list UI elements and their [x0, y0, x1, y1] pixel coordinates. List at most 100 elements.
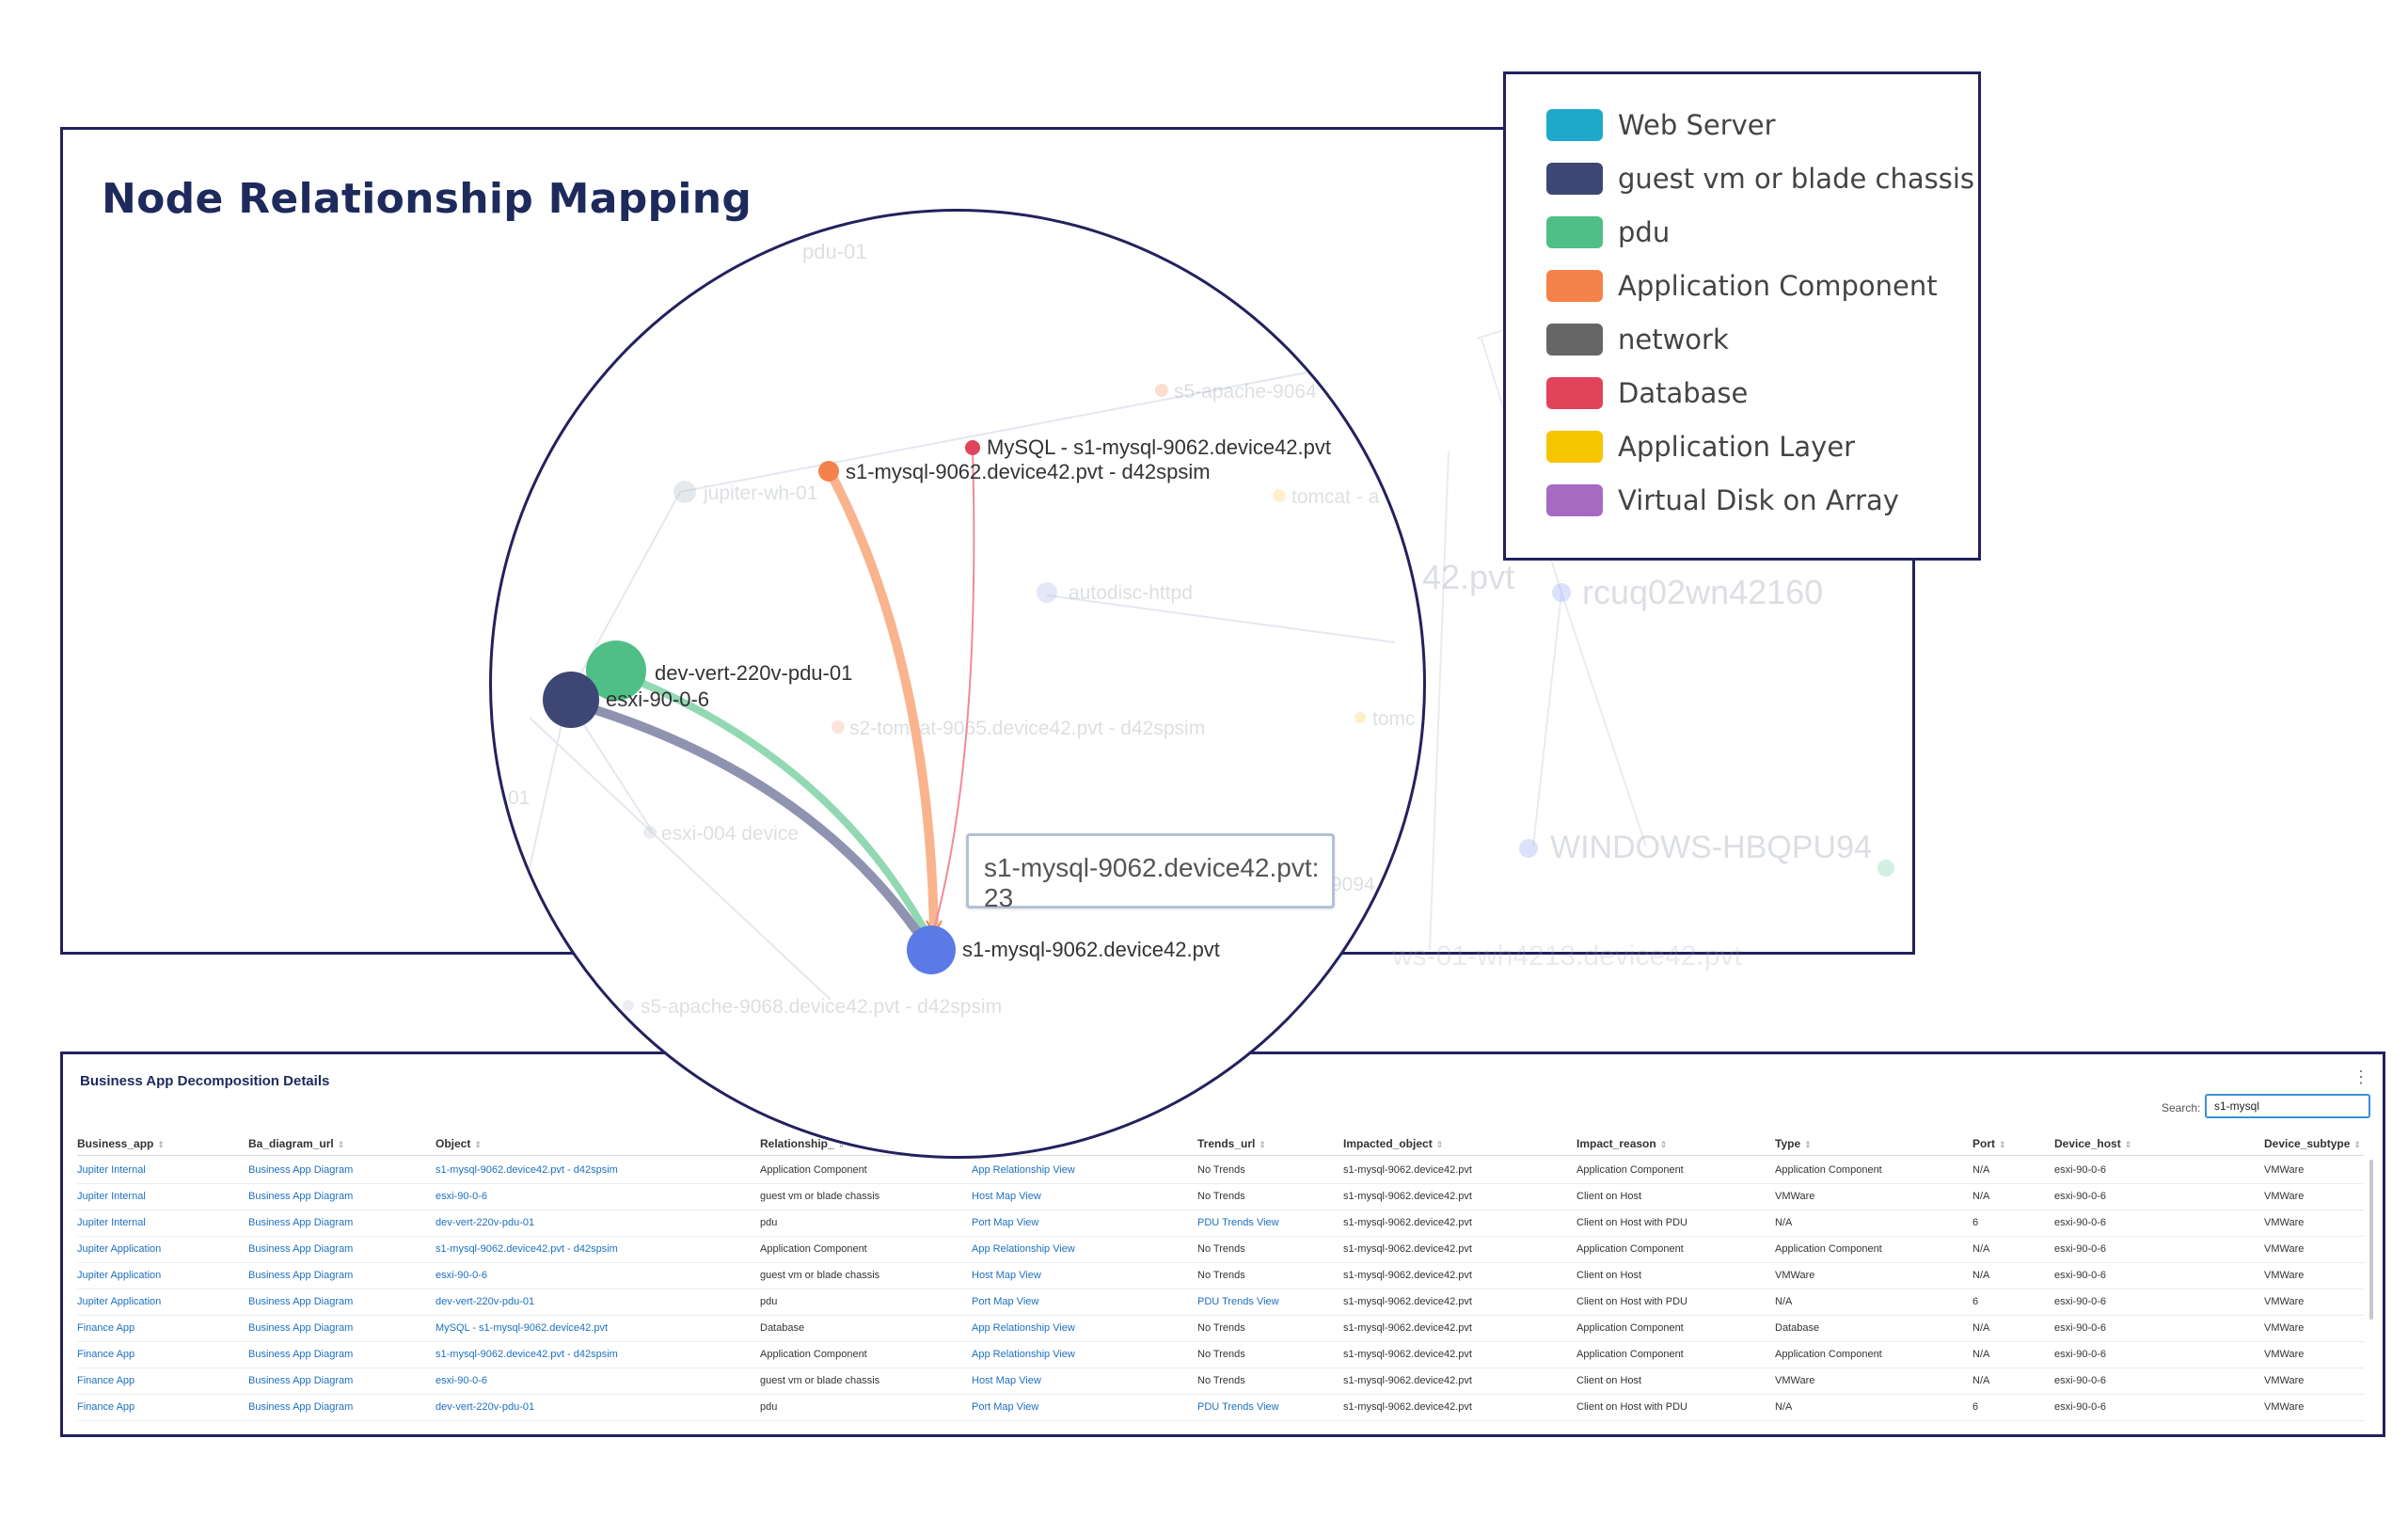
table-link[interactable]: Business App Diagram — [248, 1349, 354, 1360]
column-header[interactable]: Device_subtype⇕ — [2264, 1137, 2361, 1150]
table-link[interactable]: Business App Diagram — [248, 1164, 354, 1176]
legend-item[interactable]: Database — [1546, 376, 1748, 410]
graph-node-apache[interactable] — [1155, 384, 1168, 397]
sort-icon[interactable]: ⇕ — [2353, 1140, 2361, 1149]
graph-node-mysql-database[interactable] — [965, 440, 980, 455]
table-link[interactable]: Host Map View — [972, 1375, 1041, 1386]
table-link[interactable]: Port Map View — [972, 1296, 1039, 1307]
sort-icon[interactable]: ⇕ — [1804, 1140, 1812, 1149]
sort-icon[interactable]: ⇕ — [337, 1140, 345, 1149]
sort-icon[interactable]: ⇕ — [157, 1140, 165, 1149]
graph-node-app-component[interactable] — [818, 461, 839, 482]
table-link[interactable]: Business App Diagram — [248, 1375, 354, 1386]
column-header[interactable]: Type⇕ — [1775, 1137, 1812, 1150]
graph-node-jupiter[interactable] — [673, 481, 696, 503]
legend-item[interactable]: pdu — [1546, 215, 1670, 249]
column-header[interactable]: Trends_url⇕ — [1197, 1137, 1266, 1150]
table-link[interactable]: Business App Diagram — [248, 1217, 354, 1228]
table-link[interactable]: App Relationship View — [972, 1164, 1075, 1176]
column-header[interactable]: Device_host⇕ — [2054, 1137, 2131, 1150]
sort-icon[interactable]: ⇕ — [1999, 1140, 2006, 1149]
legend-item[interactable]: guest vm or blade chassis — [1546, 162, 1974, 196]
table-link[interactable]: s1-mysql-9062.device42.pvt - d42spsim — [436, 1164, 618, 1176]
edge-esxi-to-target[interactable] — [573, 699, 931, 948]
graph-node-s2-tomcat[interactable] — [832, 720, 845, 734]
table-link[interactable]: PDU Trends View — [1197, 1296, 1279, 1307]
graph-node-tomcat-2[interactable] — [1354, 712, 1366, 723]
table-cell: s1-mysql-9062.device42.pvt — [1343, 1217, 1472, 1228]
table-cell: esxi-90-0-6 — [2054, 1243, 2107, 1255]
graph-node-windows[interactable] — [1519, 839, 1538, 858]
column-header[interactable]: Port⇕ — [1972, 1137, 2006, 1150]
table-link[interactable]: Jupiter Application — [77, 1243, 162, 1255]
column-header[interactable]: Relationship_⇕ — [760, 1137, 845, 1150]
legend-item[interactable]: network — [1546, 323, 1729, 356]
column-header[interactable]: Ba_diagram_url⇕ — [248, 1137, 344, 1150]
table-link[interactable]: Host Map View — [972, 1191, 1041, 1202]
table-link[interactable]: dev-vert-220v-pdu-01 — [436, 1217, 535, 1228]
graph-node-target[interactable] — [907, 925, 956, 974]
table-link[interactable]: s1-mysql-9062.device42.pvt - d42spsim — [436, 1349, 618, 1360]
vertical-scrollbar[interactable] — [2369, 1160, 2373, 1320]
table-link[interactable]: s1-mysql-9062.device42.pvt - d42spsim — [436, 1243, 618, 1255]
column-header[interactable]: Business_app⇕ — [77, 1137, 165, 1150]
sort-icon[interactable]: ⇕ — [1659, 1140, 1668, 1149]
table-link[interactable]: Port Map View — [972, 1217, 1039, 1228]
legend-label: pdu — [1618, 216, 1671, 248]
table-link[interactable]: dev-vert-220v-pdu-01 — [436, 1296, 535, 1307]
table-link[interactable]: App Relationship View — [972, 1322, 1075, 1334]
legend-item[interactable]: Application Component — [1546, 269, 1938, 303]
table-link[interactable]: Finance App — [77, 1349, 135, 1360]
table-link[interactable]: Business App Diagram — [248, 1243, 354, 1255]
legend-item[interactable]: Web Server — [1546, 108, 1776, 142]
graph-node-pdu-far[interactable] — [1877, 860, 1894, 877]
table-link[interactable]: esxi-90-0-6 — [436, 1191, 488, 1202]
table-link[interactable]: esxi-90-0-6 — [436, 1270, 488, 1281]
table-link[interactable]: esxi-90-0-6 — [436, 1375, 488, 1386]
graph-node-esxi-004[interactable] — [643, 826, 657, 839]
edge-app-to-target[interactable] — [826, 470, 939, 935]
table-link[interactable]: Host Map View — [972, 1270, 1041, 1281]
sort-icon[interactable]: ⇕ — [2124, 1140, 2132, 1149]
column-header[interactable]: Impact_reason⇕ — [1576, 1137, 1667, 1150]
table-link[interactable]: PDU Trends View — [1197, 1217, 1279, 1228]
table-link[interactable]: dev-vert-220v-pdu-01 — [436, 1401, 535, 1413]
table-link[interactable]: Jupiter Application — [77, 1270, 162, 1281]
table-link[interactable]: Jupiter Internal — [77, 1217, 146, 1228]
graph-node-esxi[interactable] — [543, 672, 599, 728]
graph-node-tomcat[interactable] — [1273, 489, 1286, 502]
more-options-icon[interactable]: ⋮ — [2353, 1067, 2369, 1086]
table-link[interactable]: Jupiter Internal — [77, 1191, 146, 1202]
table-link[interactable]: App Relationship View — [972, 1243, 1075, 1255]
graph-node-rcuq[interactable] — [1552, 583, 1571, 602]
edge-db-to-target[interactable] — [933, 449, 975, 930]
legend-item[interactable]: Virtual Disk on Array — [1546, 483, 1899, 517]
table-link[interactable]: Business App Diagram — [248, 1191, 354, 1202]
table-link[interactable]: Jupiter Internal — [77, 1164, 146, 1176]
table-link[interactable]: Business App Diagram — [248, 1270, 354, 1281]
table-link[interactable]: Finance App — [77, 1401, 135, 1413]
table-link[interactable]: Business App Diagram — [248, 1296, 354, 1307]
edge-pdu-to-target[interactable] — [614, 669, 933, 941]
sort-icon[interactable]: ⇕ — [1435, 1140, 1444, 1149]
table-link[interactable]: PDU Trends View — [1197, 1401, 1279, 1413]
graph-node-s5-apache[interactable] — [623, 1000, 634, 1011]
graph-node-autodisc[interactable] — [1037, 582, 1057, 603]
table-link[interactable]: Port Map View — [972, 1401, 1039, 1413]
table-link[interactable]: Business App Diagram — [248, 1322, 354, 1334]
table-link[interactable]: MySQL - s1-mysql-9062.device42.pvt — [436, 1322, 608, 1334]
table-link[interactable]: Finance App — [77, 1322, 135, 1334]
graph-node-pdu[interactable] — [586, 640, 646, 701]
sort-icon[interactable]: ⇕ — [837, 1140, 846, 1149]
column-header[interactable]: Object⇕ — [436, 1137, 482, 1150]
table-link[interactable]: Jupiter Application — [77, 1296, 162, 1307]
legend-item[interactable]: Application Layer — [1546, 430, 1855, 464]
sort-icon[interactable]: ⇕ — [474, 1140, 482, 1149]
network-graph-zoomed[interactable]: pdu-01 esxi-90-0-3 s5-apache-9064 jupite… — [492, 212, 1426, 1159]
search-input[interactable] — [2205, 1094, 2370, 1118]
table-link[interactable]: App Relationship View — [972, 1349, 1075, 1360]
column-header[interactable]: Impacted_object⇕ — [1343, 1137, 1443, 1150]
table-link[interactable]: Business App Diagram — [248, 1401, 354, 1413]
sort-icon[interactable]: ⇕ — [1259, 1140, 1266, 1149]
table-link[interactable]: Finance App — [77, 1375, 135, 1386]
